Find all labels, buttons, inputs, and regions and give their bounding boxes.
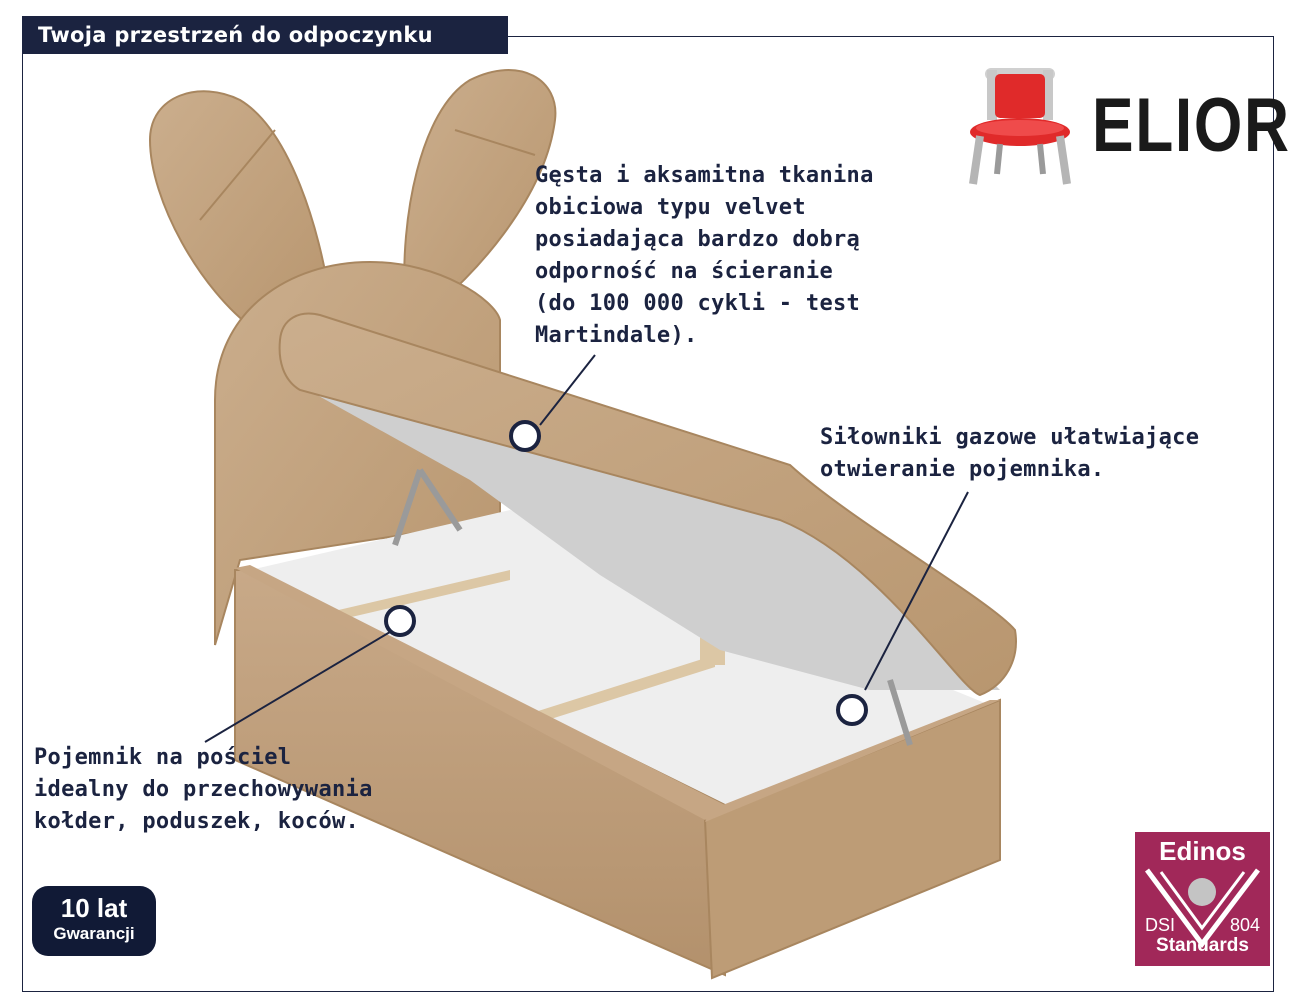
gas-lift-marker — [836, 694, 868, 726]
callout-line: Martindale). — [535, 323, 698, 348]
page-title: Twoja przestrzeń do odpoczynku — [22, 16, 508, 54]
certificate-emblem-icon — [1144, 868, 1260, 949]
certificate-code-left: DSI — [1145, 915, 1176, 935]
callout-line: otwieranie pojemnika. — [820, 457, 1105, 482]
warranty-badge: 10 lat Gwarancji — [32, 886, 156, 956]
warranty-label: Gwarancji — [53, 924, 135, 943]
red-chair-icon — [969, 68, 1071, 185]
left-ear — [148, 90, 332, 332]
callout-line: obiciowa typu velvet — [535, 195, 806, 220]
brand-name: ELIOR — [1092, 83, 1291, 168]
certificate-code-right: 804 — [1229, 915, 1260, 935]
mattress-lid — [278, 312, 1017, 697]
fabric-marker — [509, 420, 541, 452]
lid-underside — [290, 380, 1000, 690]
right-ear — [403, 69, 557, 312]
callout-line: Pojemnik na pościel — [34, 745, 292, 770]
certificate-badge: Edinos DSI 804 Standards — [1135, 832, 1270, 966]
callout-line: kołder, poduszek, koców. — [34, 809, 360, 834]
callout-line: (do 100 000 cykli - test — [535, 291, 861, 316]
callout-storage: Pojemnik na pościel idealny do przechowy… — [34, 742, 373, 838]
storage-marker — [384, 605, 416, 637]
callout-line: Gęsta i aksamitna tkanina — [535, 163, 874, 188]
certificate-footer: Standards — [1156, 935, 1249, 956]
callout-gas-lifts: Siłowniki gazowe ułatwiające otwieranie … — [820, 422, 1199, 486]
content-frame — [22, 36, 1274, 992]
warranty-years: 10 lat — [60, 893, 128, 923]
callout-line: idealny do przechowywania — [34, 777, 373, 802]
certificate-name: Edinos — [1159, 836, 1246, 866]
callout-line: Siłowniki gazowe ułatwiające — [820, 425, 1200, 450]
storage-interior — [250, 510, 990, 805]
callout-line: odporność na ścieranie — [535, 259, 833, 284]
callout-fabric: Gęsta i aksamitna tkanina obiciowa typu … — [535, 160, 874, 352]
callout-line: posiadająca bardzo dobrą — [535, 227, 861, 252]
